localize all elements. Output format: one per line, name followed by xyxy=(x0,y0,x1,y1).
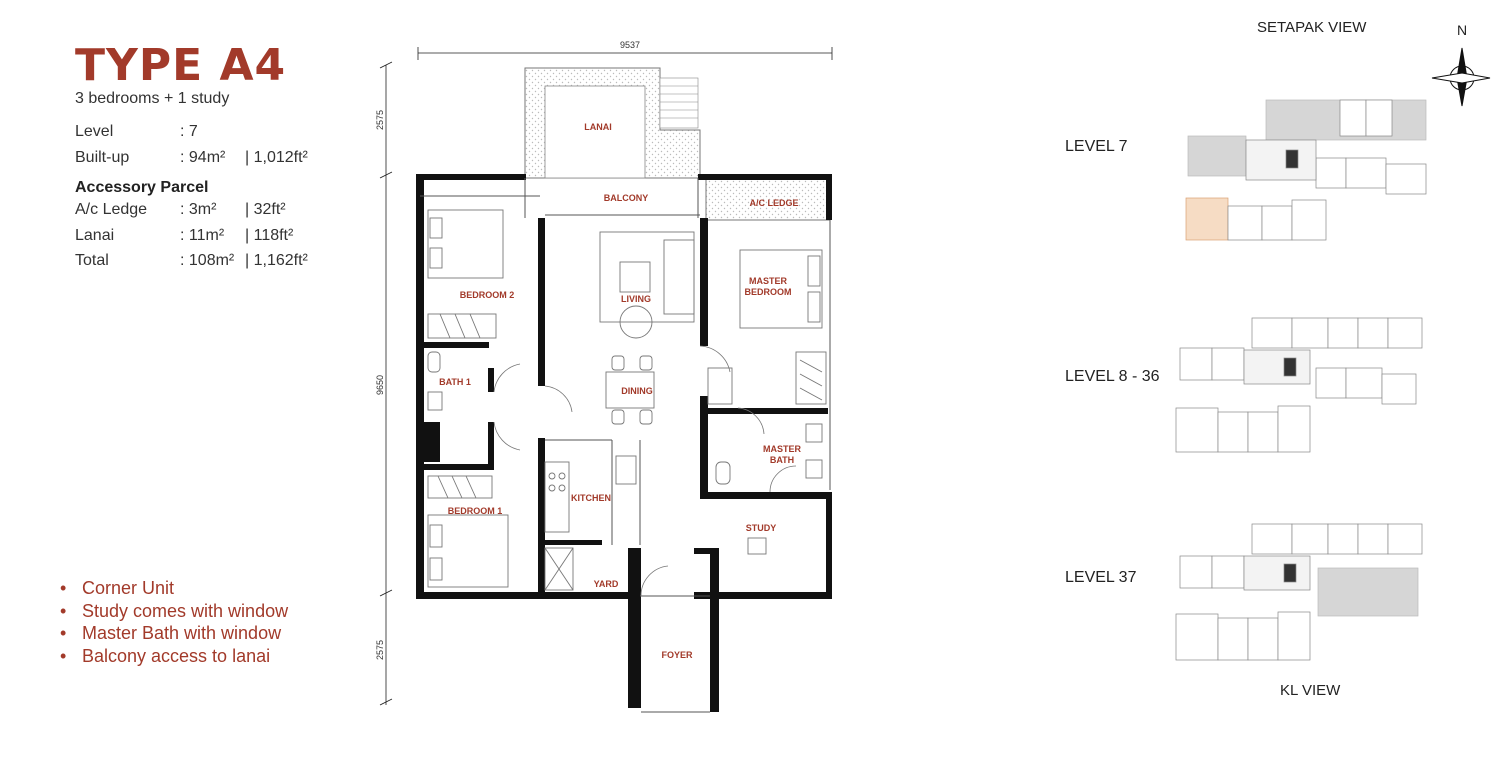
spec-unit: | 32ft² xyxy=(245,201,286,218)
feature-item: Master Bath with window xyxy=(60,623,288,646)
room-label-study: STUDY xyxy=(746,523,777,533)
spec-value: : 94m² xyxy=(180,149,226,166)
spec-label: Lanai xyxy=(75,227,115,244)
unit-type-title: TYPE A4 xyxy=(75,40,287,91)
spec-label: Total xyxy=(75,252,109,269)
feature-list: Corner Unit Study comes with window Mast… xyxy=(60,578,288,668)
walls xyxy=(416,174,832,712)
door-swings xyxy=(493,345,797,597)
furniture xyxy=(427,209,827,591)
view-label-kl: KL VIEW xyxy=(1280,682,1341,699)
spec-value: : 11m² xyxy=(180,227,225,244)
room-label-foyer: FOYER xyxy=(661,650,693,660)
dimension-bottom: 2575 xyxy=(375,640,385,660)
dimension-top: 2575 xyxy=(375,110,385,130)
room-label-master-bedroom-2: BEDROOM xyxy=(745,287,792,297)
thin-lines xyxy=(420,178,831,713)
feature-item: Study comes with window xyxy=(60,601,288,624)
room-label-bath1: BATH 1 xyxy=(439,377,471,387)
dimension-width: 9537 xyxy=(620,40,640,50)
room-label-living: LIVING xyxy=(621,294,651,304)
spec-value: : 3m² xyxy=(180,201,217,218)
room-label-lanai: LANAI xyxy=(584,122,612,132)
spec-label: Level xyxy=(75,123,114,140)
room-label-dining: DINING xyxy=(621,386,653,396)
room-label-master-bath-2: BATH xyxy=(770,455,794,465)
level-label-7: LEVEL 7 xyxy=(1065,138,1128,155)
room-label-ac-ledge: A/C LEDGE xyxy=(749,198,798,208)
lanai-stairs xyxy=(659,77,699,129)
room-label-kitchen: KITCHEN xyxy=(571,493,611,503)
dimension-lines xyxy=(379,47,833,706)
accessory-heading: Accessory Parcel xyxy=(75,179,209,196)
spec-unit: | 118ft² xyxy=(245,227,294,244)
unit-subtitle: 3 bedrooms + 1 study xyxy=(75,90,230,107)
room-label-master-bath-1: MASTER xyxy=(763,444,802,454)
room-label-bedroom1: BEDROOM 1 xyxy=(448,506,503,516)
room-label-bedroom2: BEDROOM 2 xyxy=(460,290,515,300)
level-label-37: LEVEL 37 xyxy=(1065,569,1137,586)
view-label-setapak: SETAPAK VIEW xyxy=(1257,19,1367,36)
spec-value: : 7 xyxy=(180,123,198,140)
room-label-yard: YARD xyxy=(594,579,619,589)
room-label-master-bedroom-1: MASTER xyxy=(749,276,788,286)
spec-unit: | 1,162ft² xyxy=(245,252,308,269)
spec-label: A/c Ledge xyxy=(75,201,148,218)
room-label-balcony: BALCONY xyxy=(604,193,649,203)
spec-label: Built-up xyxy=(75,149,130,166)
feature-item: Balcony access to lanai xyxy=(60,646,288,669)
ac-ledge-area xyxy=(705,177,831,221)
feature-item: Corner Unit xyxy=(60,578,288,601)
spec-value: : 108m² xyxy=(180,252,235,269)
lanai-inner xyxy=(544,85,646,179)
dimension-middle: 9650 xyxy=(375,375,385,395)
spec-unit: | 1,012ft² xyxy=(245,149,308,166)
level-label-8-36: LEVEL 8 - 36 xyxy=(1065,368,1160,385)
